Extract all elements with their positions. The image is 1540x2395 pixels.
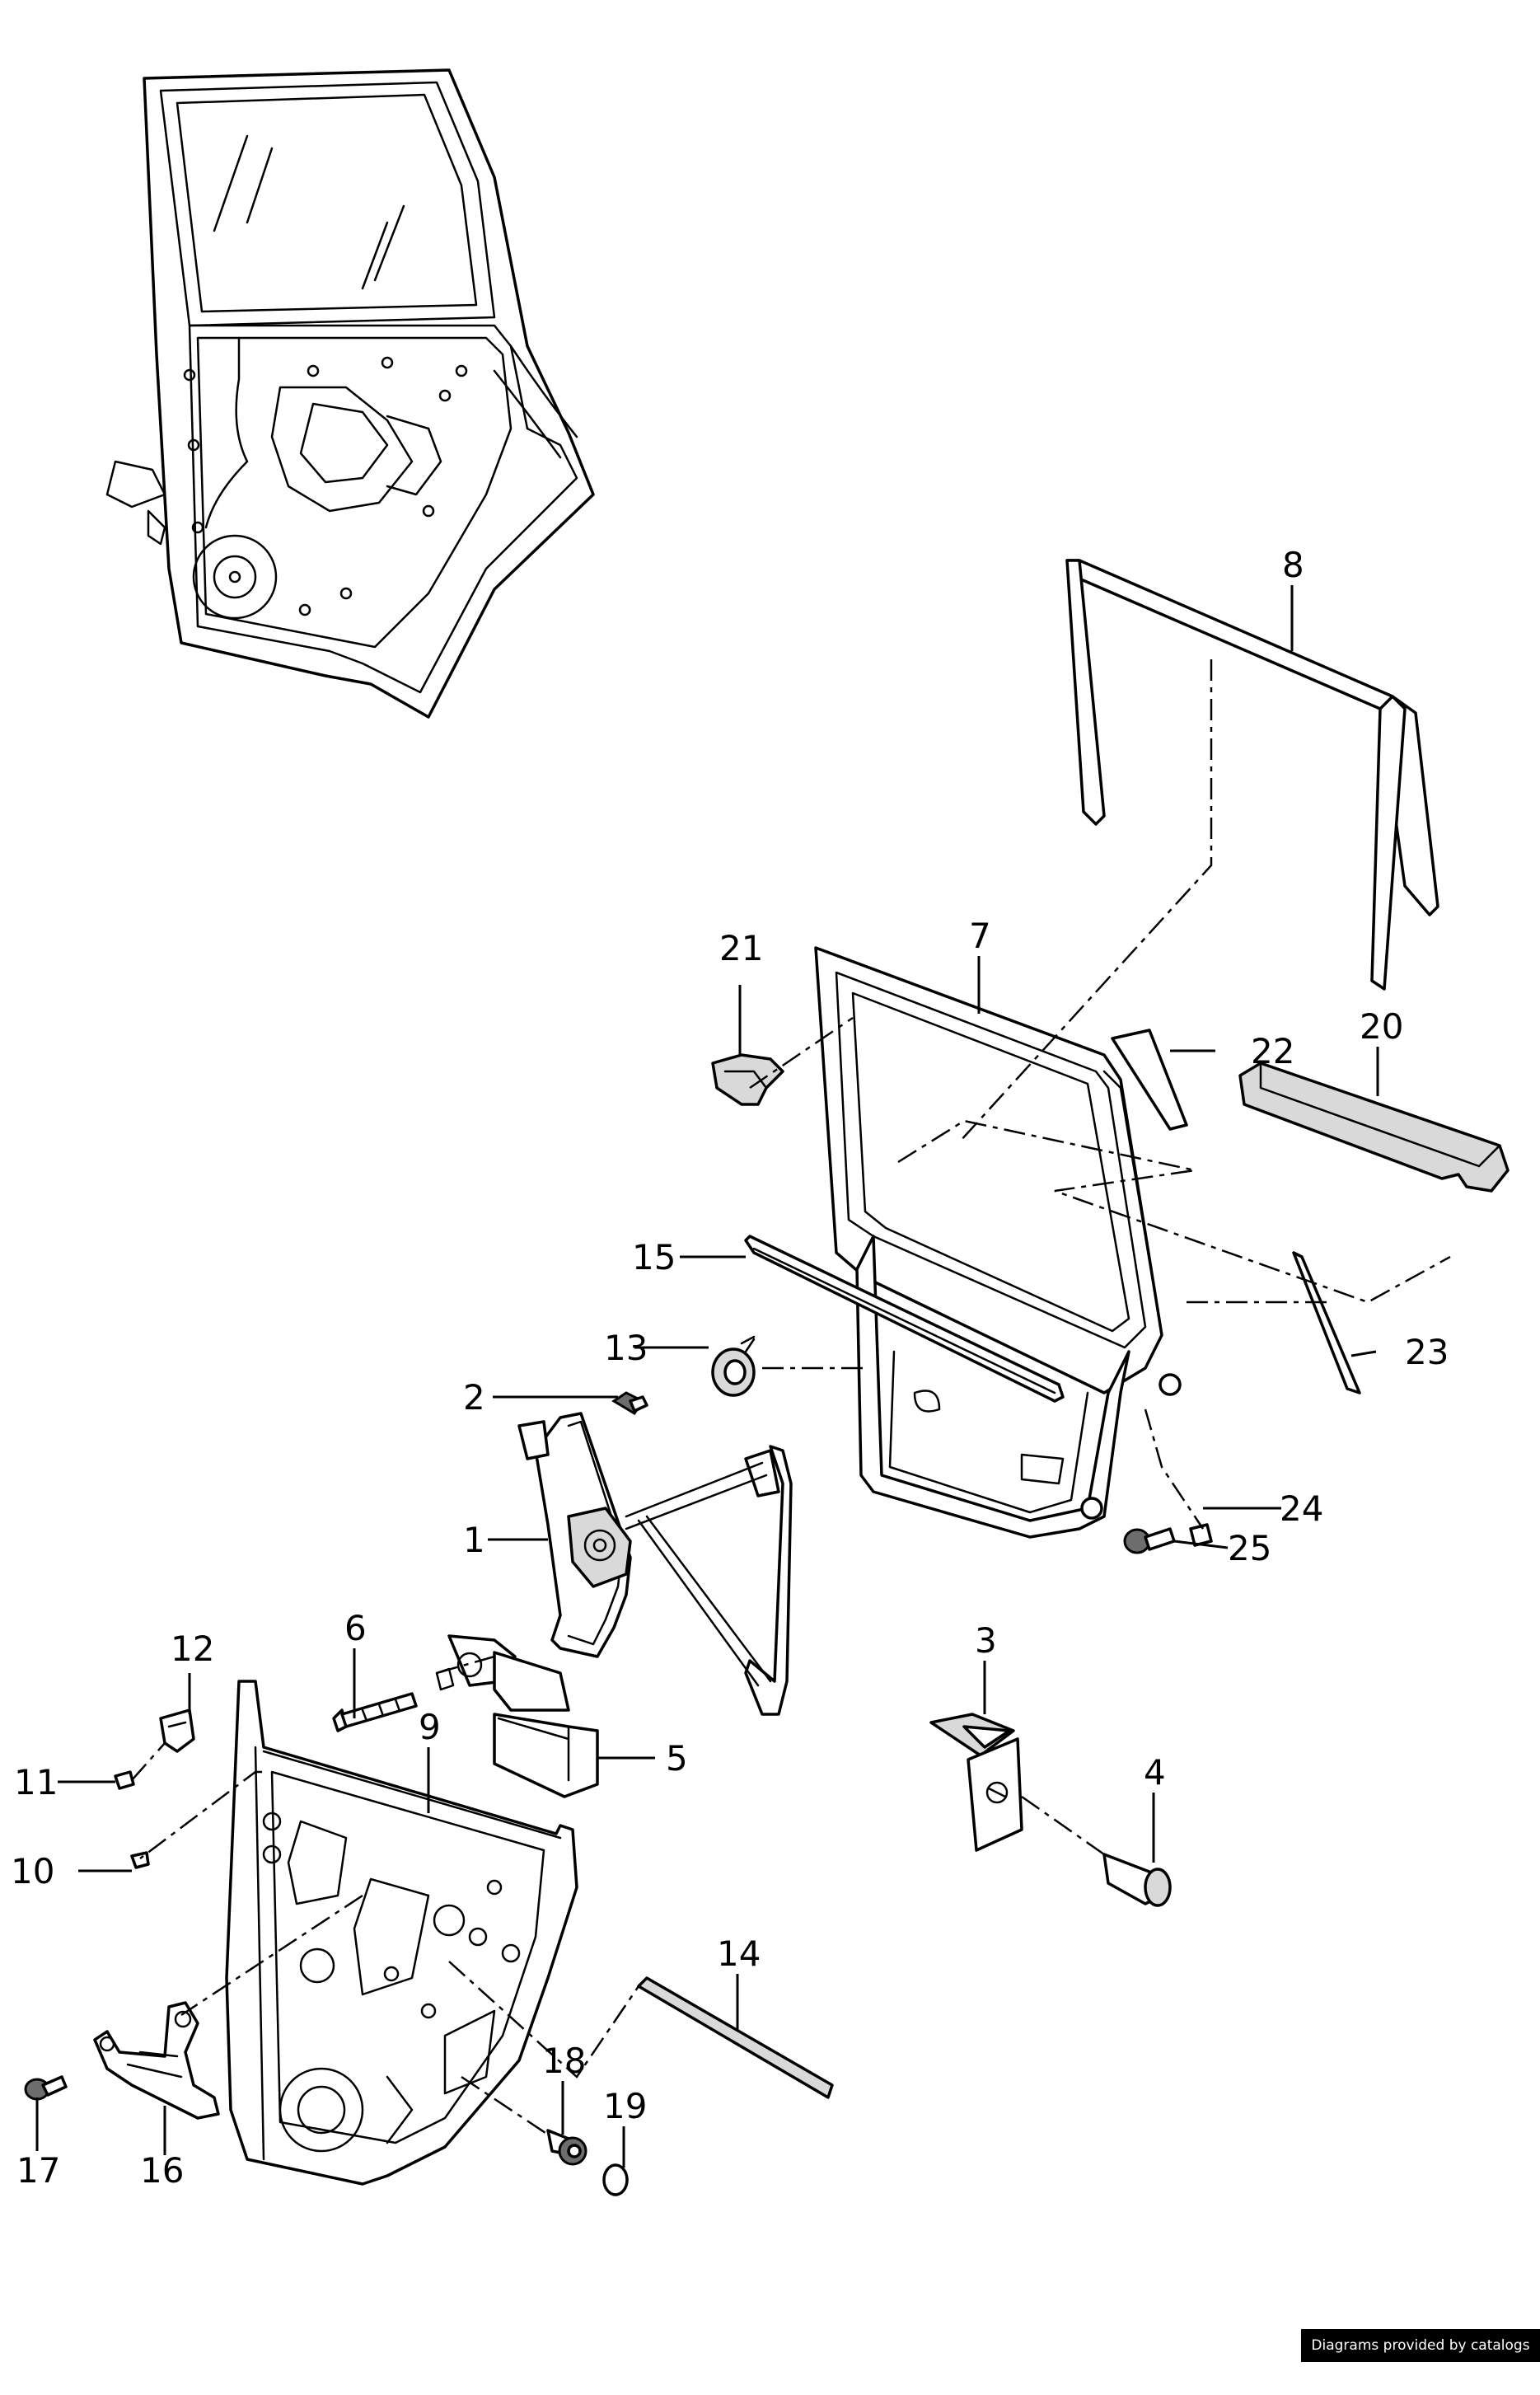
bolt-6 xyxy=(332,1692,418,1732)
rivet-11 xyxy=(114,1770,135,1790)
bolt-25 xyxy=(1123,1527,1176,1554)
callout-19[interactable]: 19 xyxy=(603,2086,647,2126)
outer-belt-moulding xyxy=(1238,1062,1510,1193)
sealing-strip xyxy=(637,1976,834,2099)
callout-18[interactable]: 18 xyxy=(542,2041,586,2081)
callout-17[interactable]: 17 xyxy=(16,2150,60,2191)
callout-3[interactable]: 3 xyxy=(975,1620,997,1661)
callout-8[interactable]: 8 xyxy=(1282,545,1304,585)
callout-leaders xyxy=(35,585,1379,2168)
grommet xyxy=(711,1335,756,1397)
bolt-18 xyxy=(546,2129,587,2166)
callout-14[interactable]: 14 xyxy=(717,1933,761,1974)
callout-7[interactable]: 7 xyxy=(969,916,991,956)
door-overview xyxy=(105,68,595,719)
callout-12[interactable]: 12 xyxy=(171,1629,214,1669)
callout-16[interactable]: 16 xyxy=(140,2150,184,2191)
callout-9[interactable]: 9 xyxy=(419,1707,441,1747)
screw-2 xyxy=(611,1391,648,1416)
o-ring-19 xyxy=(602,2163,629,2196)
clip-12 xyxy=(159,1708,195,1753)
carrier-plate xyxy=(225,1680,578,2186)
callout-6[interactable]: 6 xyxy=(344,1608,367,1648)
window-regulator xyxy=(517,1412,793,1716)
diagram-credit: Diagrams provided by catalogs parts xyxy=(1301,2329,1540,2387)
callout-22[interactable]: 22 xyxy=(1251,1031,1294,1071)
bolt-17 xyxy=(24,2075,68,2101)
callout-10[interactable]: 10 xyxy=(11,1851,54,1891)
window-motor xyxy=(435,1634,599,1798)
callout-5[interactable]: 5 xyxy=(666,1738,688,1779)
callout-2[interactable]: 2 xyxy=(463,1377,485,1418)
inner-belt-strip xyxy=(744,1235,1065,1403)
callout-4[interactable]: 4 xyxy=(1144,1752,1166,1793)
callout-24[interactable]: 24 xyxy=(1280,1488,1323,1529)
bolt-4 xyxy=(1102,1853,1172,1907)
window-frame xyxy=(814,946,1182,1539)
rivet-10 xyxy=(130,1851,150,1869)
window-run-channel xyxy=(1065,559,1439,991)
b-pillar-trim xyxy=(1111,1029,1188,1131)
regulator-bracket xyxy=(93,2001,220,2120)
assembly-lines xyxy=(131,659,1451,2136)
corner-bracket xyxy=(711,1053,784,1106)
motor-bracket xyxy=(967,1737,1023,1852)
callout-21[interactable]: 21 xyxy=(719,928,763,968)
callout-23[interactable]: 23 xyxy=(1405,1332,1449,1372)
gasket-plate xyxy=(929,1713,1015,1757)
callout-labels: 1 2 3 4 5 6 7 8 9 10 11 12 13 14 15 16 1… xyxy=(11,545,1449,2191)
callout-11[interactable]: 11 xyxy=(14,1762,58,1802)
triangle-trim xyxy=(1292,1251,1361,1394)
callout-15[interactable]: 15 xyxy=(632,1237,676,1277)
callout-1[interactable]: 1 xyxy=(463,1520,485,1560)
callout-25[interactable]: 25 xyxy=(1228,1528,1271,1568)
callout-13[interactable]: 13 xyxy=(604,1328,648,1368)
nut-24 xyxy=(1189,1523,1213,1547)
callout-20[interactable]: 20 xyxy=(1360,1006,1403,1047)
